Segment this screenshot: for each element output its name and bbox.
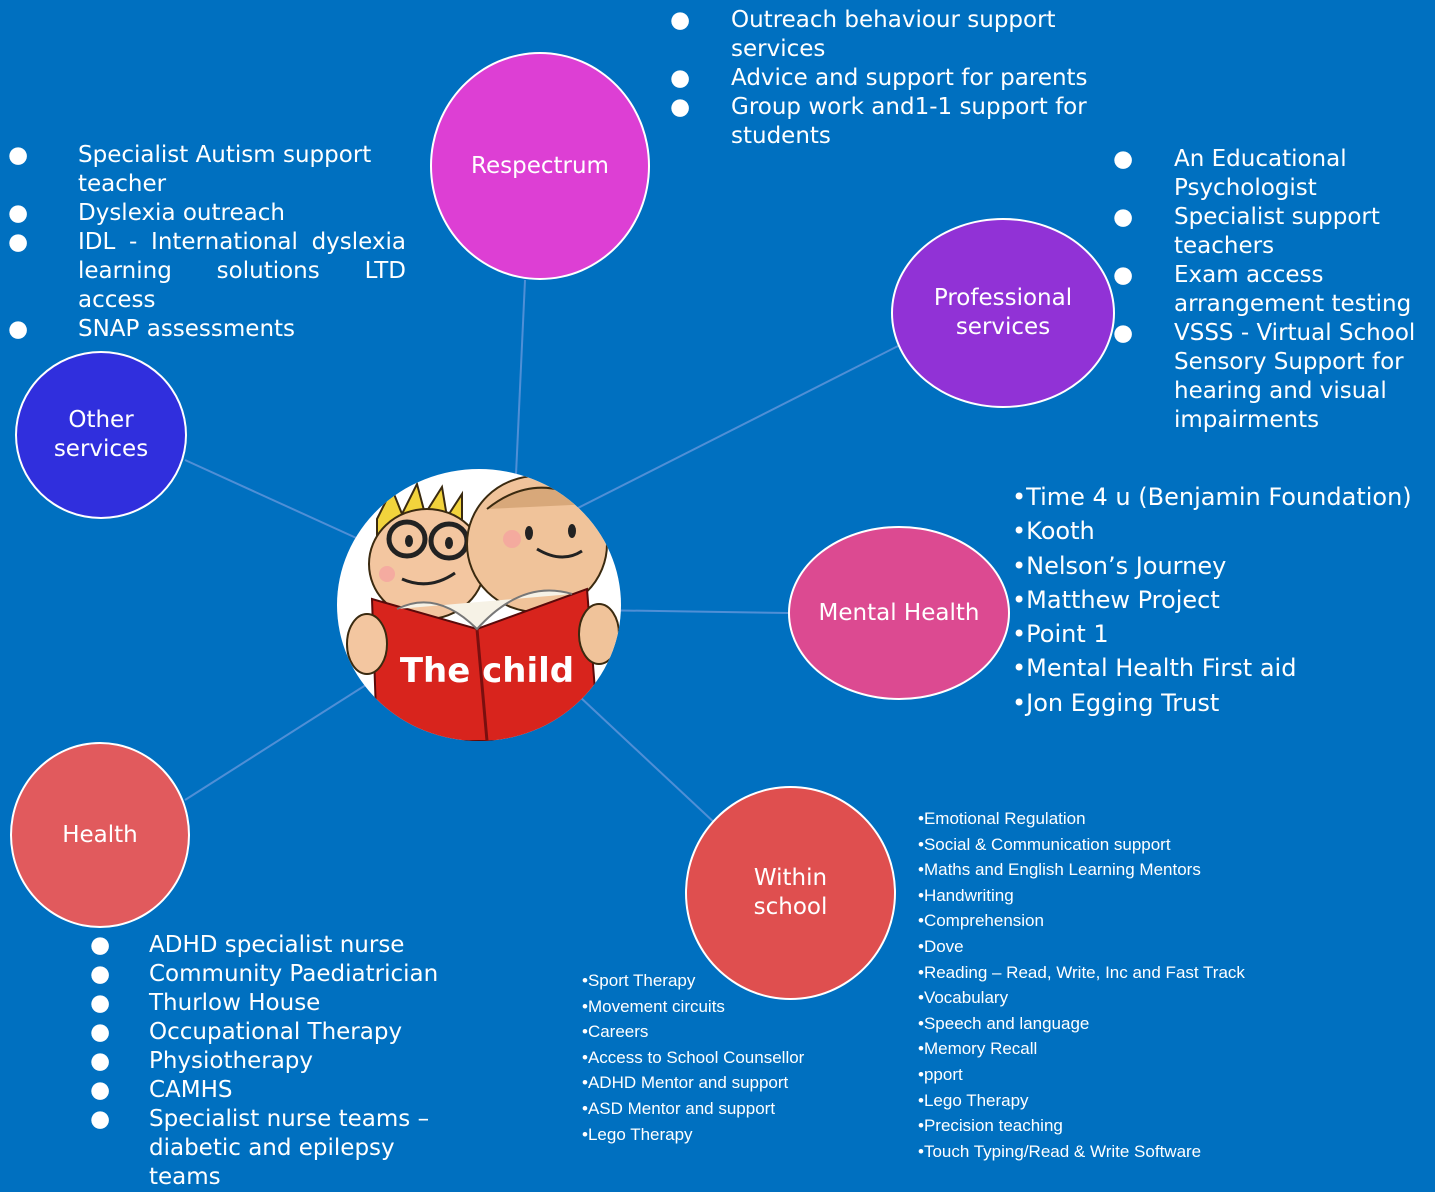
node-health-label: Health <box>62 821 138 848</box>
list-item: •Kooth <box>1012 517 1095 546</box>
within-school-list-left: •Sport Therapy •Movement circuits •Caree… <box>582 968 862 1147</box>
list-item: ●Specialist support teachers <box>1113 204 1380 259</box>
list-item: •Access to School Counsellor <box>582 1047 805 1067</box>
node-mental-health[interactable]: Mental Health <box>788 526 1010 700</box>
list-item: ●Physiotherapy <box>90 1048 314 1074</box>
list-item: •Reading – Read, Write, Inc and Fast Tra… <box>918 962 1245 982</box>
list-item: •Matthew Project <box>1012 585 1220 614</box>
list-item: •Vocabulary <box>918 988 1009 1008</box>
list-item: •Maths and English Learning Mentors <box>918 860 1201 880</box>
node-mental-label: Mental Health <box>818 599 980 626</box>
list-item: ●Specialist Autism support teacher <box>8 142 372 197</box>
connector-school <box>579 696 719 827</box>
health-list: ●ADHD specialist nurse ●Community Paedia… <box>90 931 460 1192</box>
within-school-list-right: •Emotional Regulation •Social & Communic… <box>918 806 1338 1164</box>
list-item: ●Dyslexia outreach <box>8 200 285 226</box>
node-within-school[interactable]: Within school <box>685 786 896 1000</box>
list-item: ●IDL - International dyslexia learning s… <box>8 229 406 313</box>
node-professional-label: Professional services <box>933 285 1073 340</box>
node-respectrum-label: Respectrum <box>471 152 609 179</box>
list-item: ●Advice and support for parents <box>670 65 1088 91</box>
list-item: ●VSSS - Virtual School Sensory Support f… <box>1113 320 1416 433</box>
list-item: ●Outreach behaviour support services <box>670 7 1056 62</box>
node-other-services[interactable]: Other services <box>15 351 187 519</box>
list-item: •Memory Recall <box>918 1039 1038 1059</box>
list-item: ●ADHD specialist nurse <box>90 932 405 958</box>
node-professional-services[interactable]: Professional services <box>891 218 1115 408</box>
list-item: ●An Educational Psychologist <box>1113 146 1347 201</box>
respectrum-list: ●Outreach behaviour support services ●Ad… <box>670 6 1110 151</box>
node-school-label: Within school <box>753 865 828 920</box>
list-item: ●Thurlow House <box>90 990 321 1016</box>
list-item: ●Occupational Therapy <box>90 1019 403 1045</box>
list-item: •Precision teaching <box>918 1116 1063 1136</box>
list-item: •Point 1 <box>1012 620 1109 649</box>
list-item: •Jon Egging Trust <box>1012 688 1220 717</box>
list-item: •Dove <box>918 936 964 956</box>
list-item: •Time 4 u (Benjamin Foundation) <box>1012 483 1412 511</box>
list-item: ●SNAP assessments <box>8 316 296 342</box>
professional-services-list: ●An Educational Psychologist ●Specialist… <box>1113 145 1425 435</box>
list-item: ●Exam access arrangement testing <box>1113 262 1412 317</box>
connector-professional <box>569 344 901 513</box>
list-item: •Social & Communication support <box>918 834 1171 854</box>
list-item: •ASD Mentor and support <box>582 1098 776 1118</box>
node-other-label: Other services <box>53 407 149 462</box>
list-item: •Lego Therapy <box>582 1124 693 1144</box>
list-item: •ADHD Mentor and support <box>582 1073 789 1093</box>
list-item: •Speech and language <box>918 1013 1090 1033</box>
connector-mental <box>589 609 789 614</box>
list-item: •Nelson’s Journey <box>1012 551 1227 580</box>
list-item: •Comprehension <box>918 911 1044 931</box>
children-reading-icon <box>346 475 620 741</box>
node-health[interactable]: Health <box>10 742 190 928</box>
center-label: The child <box>399 651 575 691</box>
list-item: •pport <box>918 1064 963 1084</box>
mental-health-list: •Time 4 u (Benjamin Foundation) •Kooth •… <box>1012 480 1432 720</box>
child-illustration: The child <box>337 469 621 741</box>
node-respectrum[interactable]: Respectrum <box>430 52 650 280</box>
list-item: •Careers <box>582 1022 649 1042</box>
list-item: •Sport Therapy <box>582 971 696 990</box>
list-item: •Emotional Regulation <box>918 809 1086 828</box>
list-item: ●CAMHS <box>90 1077 233 1103</box>
list-item: •Lego Therapy <box>918 1090 1029 1110</box>
list-item: •Touch Typing/Read & Write Software <box>918 1141 1202 1161</box>
list-item: ●Group work and1-1 support for students <box>670 94 1087 149</box>
list-item: •Movement circuits <box>582 996 725 1016</box>
list-item: •Mental Health First aid <box>1012 654 1297 683</box>
list-item: •Handwriting <box>918 885 1014 905</box>
other-services-list: ●Specialist Autism support teacher ●Dysl… <box>8 141 406 344</box>
list-item: ●Specialist nurse teams – diabetic and e… <box>90 1106 430 1190</box>
list-item: ●Community Paediatrician <box>90 961 439 987</box>
